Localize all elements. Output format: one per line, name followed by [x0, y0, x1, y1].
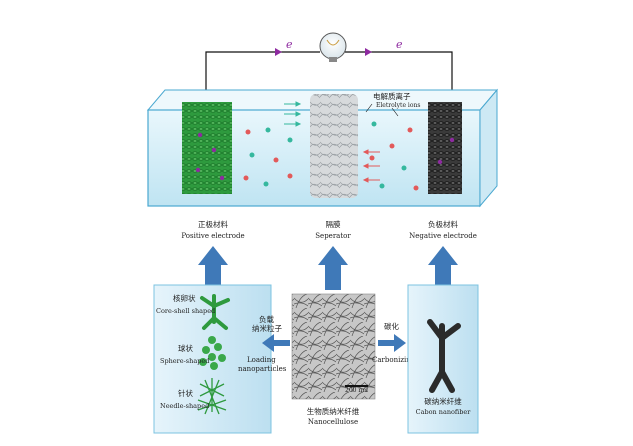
electron-arrow-right: e: [365, 38, 403, 56]
light-bulb-icon: [319, 32, 347, 62]
negative-label-en: Negative electrode: [409, 232, 477, 240]
right-arrow-carbonizing: [378, 334, 406, 352]
positive-label-en: Positive electrode: [181, 232, 244, 240]
carbon-nanofiber-label-cn: 碳纳米纤维: [424, 396, 462, 406]
needle-label-en: Needle-shaped: [160, 402, 209, 410]
tank-side: [479, 88, 498, 208]
ion-flow-arrows: [284, 101, 302, 127]
nanocellulose-label-cn: 生物质纳米纤维: [307, 406, 360, 416]
up-arrows: [198, 246, 458, 290]
carbonizing-step: 碳化 Carbonizing: [372, 321, 416, 364]
left-arrow-loading: [262, 334, 290, 352]
negative-label-cn: 负极材料: [428, 219, 458, 229]
loading-label-cn-1: 负载: [259, 314, 274, 324]
nanocellulose-label-en: Nanocellulose: [308, 418, 358, 426]
left-panel: 核卵状 Core-shell shaped 球状 Sphere-shaped 针…: [153, 284, 272, 434]
ion-return-arrows: [362, 149, 380, 183]
right-panel: 碳纳米纤维 Cabon nanofiber: [407, 284, 479, 434]
carbonizing-label-en: Carbonizing: [372, 356, 416, 364]
electron-arrow-left: e: [275, 38, 293, 56]
separator-label-en: Seperator: [315, 232, 351, 240]
sphere-label-cn: 球状: [178, 343, 193, 353]
scale-bar-label: 200 nm: [345, 387, 368, 394]
loading-label-cn-2: 纳米粒子: [252, 323, 282, 333]
carbonizing-label-cn: 碳化: [384, 321, 399, 331]
loading-label-en-1: Loading: [247, 356, 276, 364]
component-labels: 正极材料 Positive electrode 隔膜 Seperator 负极材…: [181, 219, 477, 240]
external-circuit: e e: [205, 32, 453, 110]
negative-electrode: [428, 102, 462, 194]
electrolyte-ions: [243, 121, 419, 191]
nanocellulose-tem-image: 200 nm 生物质纳米纤维 Nanocellulose: [291, 293, 376, 426]
positive-electrode: [182, 102, 232, 194]
circuit-wire-right: [345, 51, 453, 108]
core-shell-fiber-icon: [200, 294, 230, 330]
sphere-fiber-icon: [199, 336, 226, 370]
carbon-nanofiber-icon: [427, 319, 461, 393]
electrolyte-label-cn: 电解质离子: [373, 91, 411, 101]
up-arrow-separator: [318, 246, 348, 290]
up-arrow-positive: [198, 246, 228, 290]
electron-label-right: e: [396, 38, 403, 51]
electron-label-left: e: [286, 38, 293, 51]
needle-fiber-icon: [197, 378, 227, 415]
up-arrow-negative: [428, 246, 458, 290]
separator-membrane: [310, 94, 358, 198]
loading-label-en-2: nanoparticles: [238, 365, 287, 373]
needle-label-cn: 针状: [178, 388, 193, 398]
separator-label-cn: 隔膜: [326, 219, 341, 229]
core-shell-label-cn: 核卵状: [173, 293, 196, 303]
electrolyte-cell: 电解质离子 Eletrolyte ions: [146, 88, 499, 208]
positive-label-cn: 正极材料: [198, 219, 228, 229]
sphere-label-en: Sphere-shaped: [160, 357, 209, 365]
core-shell-label-en: Core-shell shaped: [156, 307, 215, 315]
carbon-nanofiber-label-en: Cabon nanofiber: [416, 408, 472, 416]
electrolyte-label-en: Eletrolyte ions: [376, 102, 420, 109]
loading-step: 负载 纳米粒子 Loading nanoparticles: [238, 314, 290, 373]
